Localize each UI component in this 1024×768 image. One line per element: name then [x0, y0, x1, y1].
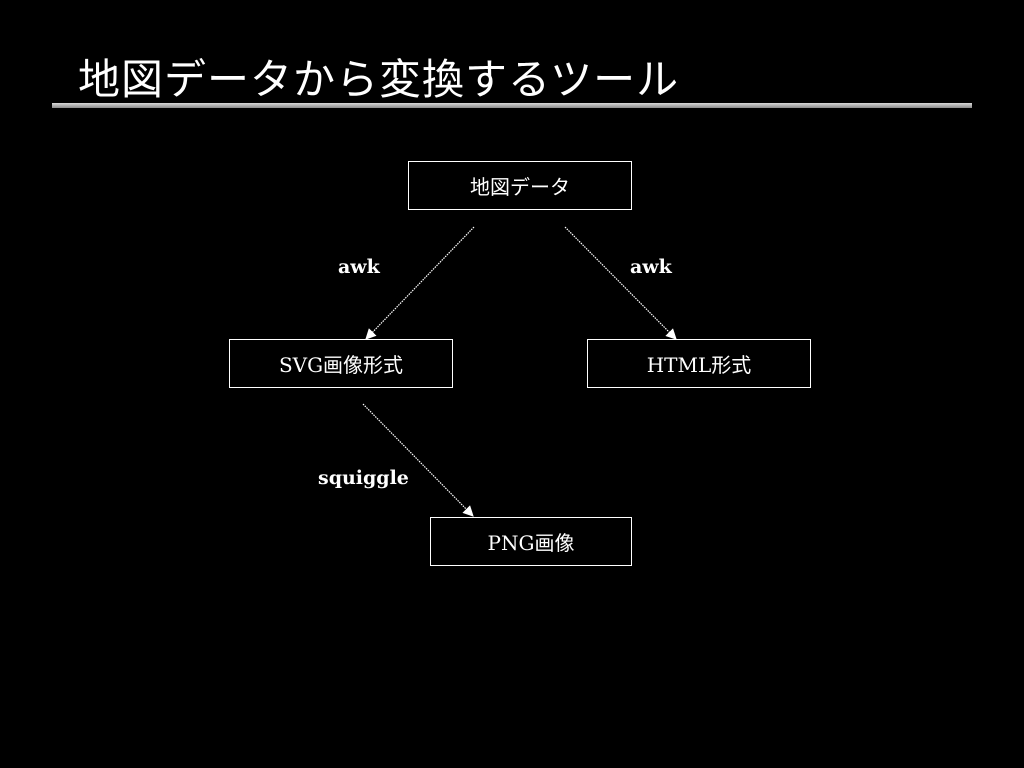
edge-label-map-to-html: awk — [630, 256, 672, 278]
edge-label-svg-to-png: squiggle — [318, 467, 409, 489]
arrow-map-to-html — [564, 226, 677, 340]
slide-title: 地図データから変換するツール — [78, 55, 680, 104]
node-html-format-label: HTML形式 — [646, 353, 752, 377]
node-svg-format-label: SVG画像形式 — [278, 353, 404, 377]
node-svg-format: SVG画像形式 — [229, 339, 453, 388]
title-divider — [52, 103, 972, 108]
node-png-image: PNG画像 — [430, 517, 632, 566]
arrow-svg-to-png — [362, 403, 474, 517]
node-html-format: HTML形式 — [587, 339, 811, 388]
node-map-data: 地図データ — [408, 161, 632, 210]
node-png-image-label: PNG画像 — [487, 531, 575, 555]
edge-label-map-to-svg: awk — [338, 256, 380, 278]
arrow-map-to-svg — [365, 226, 475, 340]
node-map-data-label: 地図データ — [470, 175, 570, 199]
